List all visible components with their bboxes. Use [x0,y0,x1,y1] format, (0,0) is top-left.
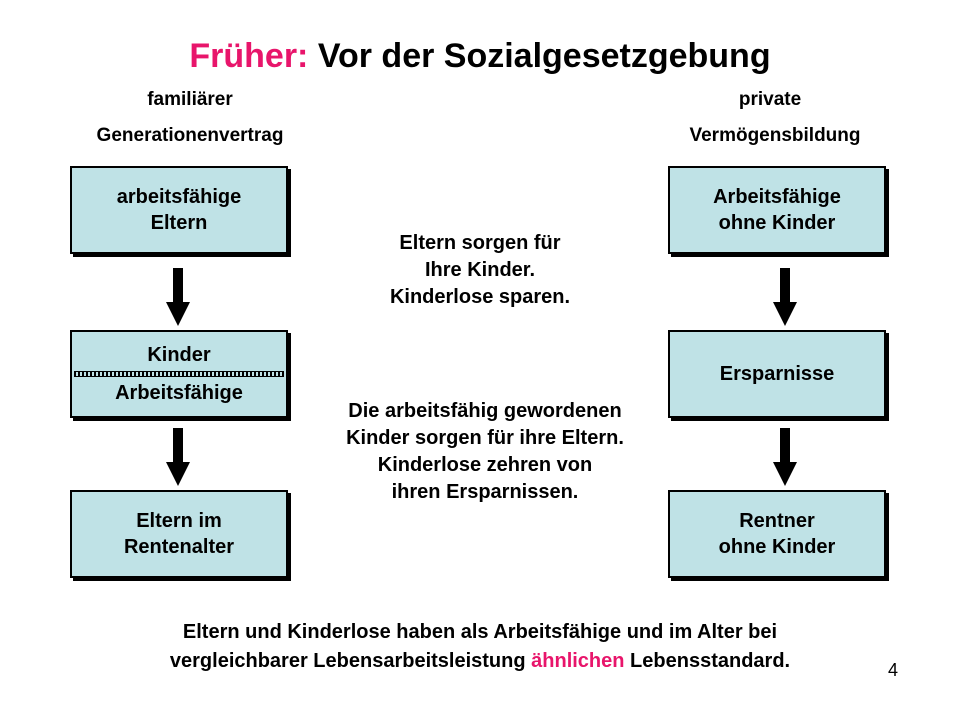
box-line: Rentenalter [123,536,235,558]
page-title: Früher: Vor der Sozialgesetzgebung [0,36,960,76]
footer-summary: Eltern und Kinderlose haben als Arbeitsf… [60,618,900,676]
footer-line2-before: vergleichbarer Lebensarbeitsleistung [169,650,532,672]
box-working-childless: Arbeitsfähige ohne Kinder [668,166,886,254]
arrow-down-icon [166,428,190,486]
title-rest: Vor der Sozialgesetzgebung [308,37,771,75]
text-line: Die arbeitsfähig gewordenen [348,400,622,422]
dashed-separator [74,371,284,377]
footer-line2-after: Lebensstandard. [624,650,791,672]
right-header-line1: private [738,89,802,110]
left-header-line1: familiärer [147,89,233,110]
text-line: Kinderlose sparen. [389,286,571,308]
page-number: 4 [888,660,899,680]
box-savings: Ersparnisse [668,330,886,418]
right-header-line2: Vermögensbildung [689,125,861,146]
box-line: ohne Kinder [718,536,836,558]
box-line: Kinder [147,344,211,366]
box-line: Arbeitsfähige [115,382,243,404]
box-line: Eltern [150,212,208,234]
left-header-line2: Generationenvertrag [96,125,284,146]
footer-line2: vergleichbarer Lebensarbeitsleistung ähn… [60,647,900,676]
text-line: Ihre Kinder. [424,259,536,281]
arrow-down-icon [773,268,797,326]
title-prefix: Früher: [189,37,309,75]
text-line: Eltern sorgen für [399,232,561,254]
middle-text-top: Eltern sorgen für Ihre Kinder. Kinderlos… [330,230,630,311]
box-children-working: Kinder Arbeitsfähige [70,330,288,418]
box-line: Eltern im [136,510,222,532]
text-line: ihren Ersparnissen. [391,481,579,503]
text-line: Kinderlose zehren von [377,454,593,476]
footer-accent-word: ähnlichen [531,650,625,672]
box-retired-parents: Eltern im Rentenalter [70,490,288,578]
arrow-down-icon [773,428,797,486]
box-working-parents: arbeitsfähige Eltern [70,166,288,254]
middle-text-bottom: Die arbeitsfähig gewordenen Kinder sorge… [300,398,670,506]
box-line: arbeitsfähige [116,186,242,208]
box-line: Rentner [739,510,815,532]
box-line: Arbeitsfähige [713,186,841,208]
box-line: ohne Kinder [718,212,836,234]
footer-line1: Eltern und Kinderlose haben als Arbeitsf… [182,621,778,643]
arrow-down-icon [166,268,190,326]
text-line: Kinder sorgen für ihre Eltern. [346,427,624,449]
box-line: Ersparnisse [719,363,835,385]
box-retired-childless: Rentner ohne Kinder [668,490,886,578]
